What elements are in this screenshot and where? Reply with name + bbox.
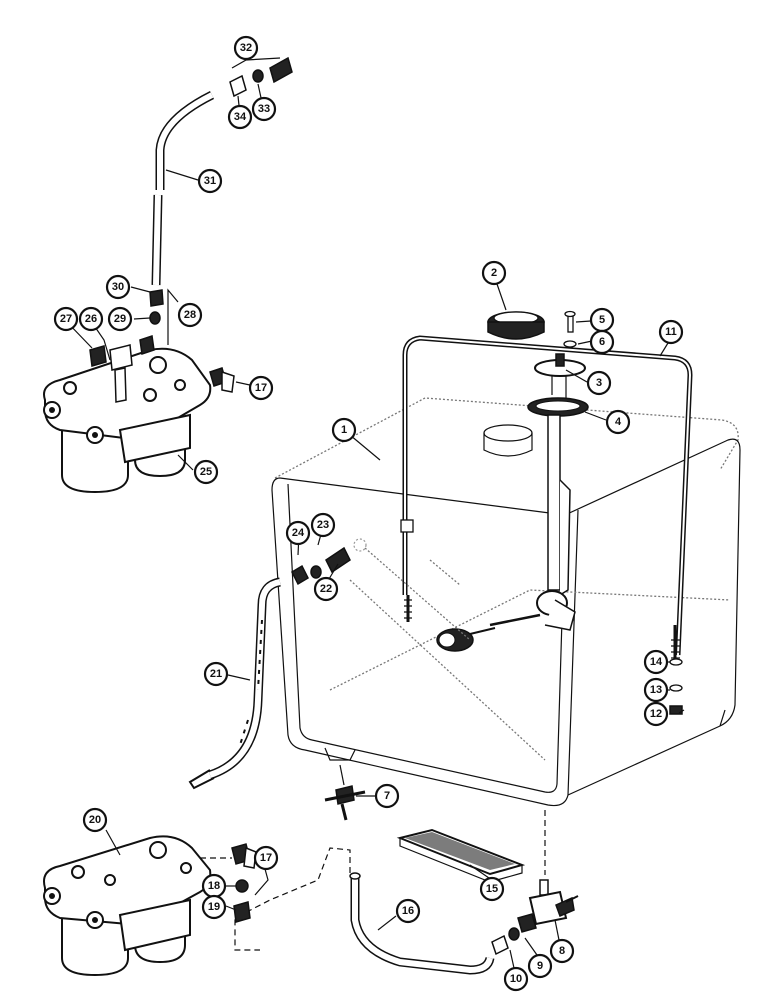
callout-label: 3 (596, 377, 602, 389)
callout-13: 13 (643, 677, 669, 703)
callout-label: 7 (384, 790, 390, 802)
callout-label: 33 (258, 103, 270, 115)
callout-12: 12 (643, 701, 669, 727)
callout-21: 21 (203, 661, 229, 687)
callout-label: 21 (210, 668, 222, 680)
callout-24: 24 (285, 520, 311, 546)
callout-label: 6 (599, 336, 605, 348)
callout-23: 23 (310, 512, 336, 538)
callout-17-lower: 17 (253, 845, 279, 871)
shut-off-valve (491, 879, 579, 956)
callout-label: 34 (234, 111, 247, 123)
callout-label: 15 (486, 883, 498, 895)
callout-label: 19 (208, 901, 220, 913)
callout-label: 28 (184, 309, 196, 321)
hose-end-fittings (229, 56, 293, 98)
callout-label: 25 (200, 466, 212, 478)
callout-label: 13 (650, 684, 662, 696)
callout-label: 27 (60, 313, 72, 325)
callout-14: 14 (643, 649, 669, 675)
callout-label: 14 (650, 656, 663, 668)
callout-label: 29 (114, 313, 126, 325)
tank-pad (396, 828, 526, 883)
tank-outlet-fittings (291, 538, 471, 641)
strap-hardware (669, 658, 683, 715)
callout-3: 3 (586, 370, 612, 396)
callout-34: 34 (227, 104, 253, 130)
callout-label: 20 (89, 814, 101, 826)
fuel-gauge-sender (436, 353, 589, 652)
callout-29: 29 (107, 306, 133, 332)
callout-33: 33 (251, 96, 277, 122)
callout-label: 31 (204, 175, 216, 187)
fuel-filter-upper (43, 289, 235, 494)
connection-lines (234, 810, 546, 951)
callout-label: 23 (317, 519, 329, 531)
callout-26: 26 (78, 306, 104, 332)
fuel-filter-lower (43, 835, 257, 977)
callout-27: 27 (53, 306, 79, 332)
callout-label: 18 (208, 880, 220, 892)
fuel-tank (271, 397, 741, 807)
drain-cock (324, 764, 366, 821)
callout-label: 4 (615, 416, 622, 428)
screw-and-washer (563, 310, 577, 348)
callout-30: 30 (105, 274, 131, 300)
callout-8: 8 (549, 938, 575, 964)
callout-2: 2 (481, 260, 507, 286)
callout-label: 5 (599, 314, 605, 326)
callout-9: 9 (527, 953, 553, 979)
callout-label: 1 (341, 424, 347, 436)
callout-15: 15 (479, 876, 505, 902)
callout-11: 11 (658, 319, 684, 345)
callout-label: 17 (260, 852, 272, 864)
callout-19: 19 (201, 894, 227, 920)
callout-label: 17 (255, 382, 267, 394)
callout-25: 25 (193, 459, 219, 485)
callout-label: 22 (320, 583, 332, 595)
fuel-hose-31 (151, 90, 215, 286)
callout-18: 18 (201, 873, 227, 899)
callout-label: 10 (510, 973, 522, 985)
callout-22: 22 (313, 576, 339, 602)
callout-label: 24 (292, 527, 305, 539)
callout-label: 12 (650, 708, 662, 720)
callout-32: 32 (233, 35, 259, 61)
callout-label: 16 (402, 905, 414, 917)
filler-cap (487, 311, 545, 340)
callout-31: 31 (197, 168, 223, 194)
callout-label: 9 (537, 960, 543, 972)
callout-16: 16 (395, 898, 421, 924)
callout-5: 5 (589, 307, 615, 333)
callout-4: 4 (605, 409, 631, 435)
callout-label: 32 (240, 42, 252, 54)
callout-label: 11 (665, 326, 677, 338)
callout-6: 6 (589, 329, 615, 355)
tank-straps (400, 335, 693, 665)
callout-17-upper: 17 (248, 375, 274, 401)
callout-28: 28 (177, 302, 203, 328)
fuel-hose-21 (188, 577, 282, 790)
callout-label: 2 (491, 267, 497, 279)
fuel-hose-16 (349, 872, 495, 975)
leader-lines (65, 48, 685, 969)
callout-10: 10 (503, 966, 529, 992)
callout-label: 8 (559, 945, 565, 957)
callout-label: 26 (85, 313, 97, 325)
callout-7: 7 (374, 783, 400, 809)
callout-label: 30 (112, 281, 124, 293)
callout-1: 1 (331, 417, 357, 443)
callout-20: 20 (82, 807, 108, 833)
